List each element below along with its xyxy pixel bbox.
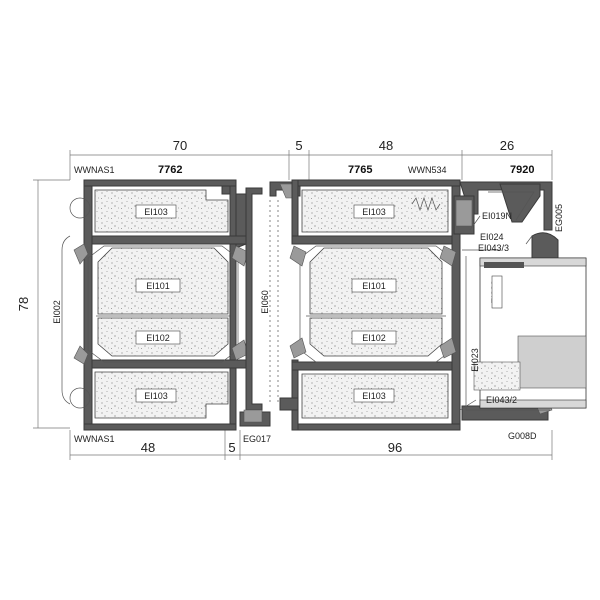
label-ei043-2: EI043/2 (486, 395, 517, 405)
dimension-height: 78 (16, 179, 70, 429)
label-left-upper-core: EI101 (146, 281, 170, 291)
label-ei043-3: EI043/3 (478, 243, 509, 253)
dim-top-48: 48 (379, 138, 393, 153)
dim-top-70: 70 (173, 138, 187, 153)
profile-code-7920: 7920 (510, 164, 534, 176)
label-eg017: EG017 (243, 434, 271, 444)
label-ei024: EI024 (480, 232, 504, 242)
profile-code-7765: 7765 (348, 164, 372, 176)
mullion (239, 181, 301, 427)
dimension-top: 70 5 48 26 (69, 138, 553, 180)
dim-top-26: 26 (500, 138, 514, 153)
label-ei019n: EI019N (482, 211, 512, 221)
dim-bottom-96: 96 (388, 440, 402, 455)
label-ei060: EI060 (260, 290, 270, 314)
label-wwn534: WWN534 (408, 165, 447, 175)
dim-height-78: 78 (16, 297, 31, 311)
label-right-top-insert: EI103 (362, 207, 386, 217)
label-left-bottom-insert: EI103 (144, 391, 168, 401)
label-g008d: G008D (508, 431, 537, 441)
outer-frame-right (453, 181, 587, 421)
dim-bottom-48: 48 (141, 440, 155, 455)
label-left-lower-core: EI102 (146, 333, 170, 343)
dim-top-5: 5 (295, 138, 302, 153)
label-right-lower-core: EI102 (362, 333, 386, 343)
dim-bottom-5: 5 (228, 440, 235, 455)
label-wwnas1-bottom: WWNAS1 (74, 434, 115, 444)
label-wwnas1-top: WWNAS1 (74, 165, 115, 175)
label-eg005: EG005 (554, 204, 564, 232)
profile-code-7762: 7762 (158, 164, 182, 176)
insert-labels: EI103 EI101 EI102 EI103 EI103 EI101 EI10… (135, 204, 397, 403)
label-right-upper-core: EI101 (362, 281, 386, 291)
dimension-bottom: 48 5 96 (69, 430, 553, 460)
label-ei002: EI002 (52, 300, 62, 324)
label-left-top-insert: EI103 (144, 207, 168, 217)
label-ei023: EI023 (470, 348, 480, 372)
label-right-bottom-insert: EI103 (362, 391, 386, 401)
